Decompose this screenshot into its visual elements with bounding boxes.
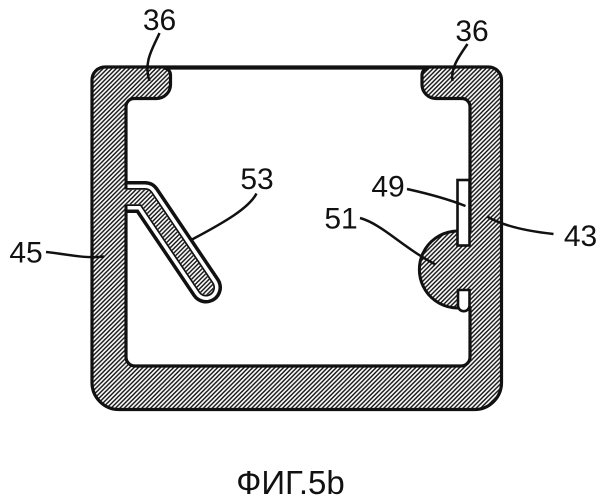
svg-text:36: 36 bbox=[455, 15, 488, 48]
svg-text:49: 49 bbox=[371, 171, 404, 204]
svg-text:43: 43 bbox=[564, 220, 597, 253]
svg-text:ФИГ.5b: ФИГ.5b bbox=[236, 464, 345, 500]
svg-text:45: 45 bbox=[9, 237, 42, 270]
svg-text:53: 53 bbox=[240, 163, 273, 196]
svg-text:51: 51 bbox=[324, 203, 357, 236]
svg-text:36: 36 bbox=[143, 4, 176, 37]
